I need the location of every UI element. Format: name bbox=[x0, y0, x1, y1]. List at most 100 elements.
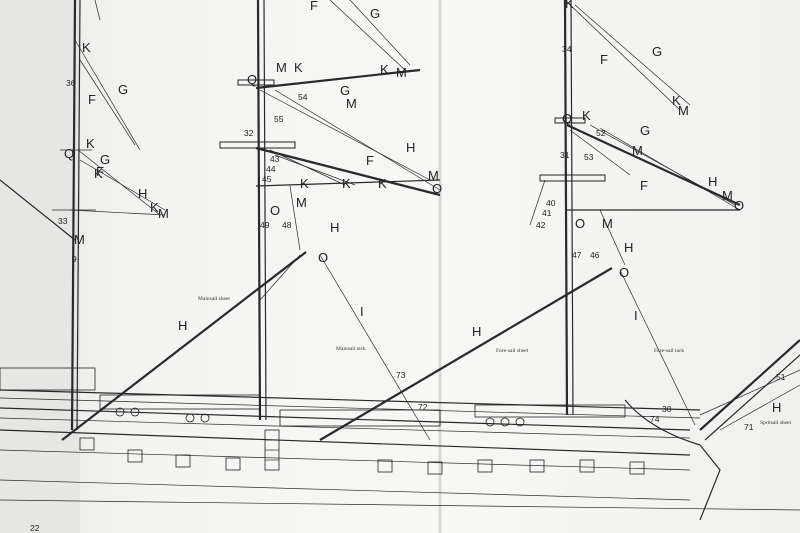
label-M-fore-low2: M bbox=[602, 216, 613, 231]
label-G-fore-mid: G bbox=[640, 123, 650, 138]
num-73: 73 bbox=[396, 370, 406, 380]
num-31: 31 bbox=[560, 150, 570, 160]
label-F-mizzen: F bbox=[88, 92, 96, 107]
label-G-main-top: G bbox=[370, 6, 380, 21]
num-30: 30 bbox=[662, 404, 672, 414]
label-O-main-yard: O bbox=[432, 181, 442, 196]
num-74: 74 bbox=[650, 414, 660, 424]
label-K-main-low1: K bbox=[300, 176, 309, 191]
label-Q-fore: Q bbox=[562, 111, 572, 126]
label-K-main-top: K bbox=[380, 62, 389, 77]
num-47: 47 bbox=[572, 250, 582, 260]
letter-labels: F G K M Q M K G M H F K K K M O M O H O … bbox=[64, 0, 781, 415]
main-top-platform bbox=[219, 141, 296, 149]
label-I-foresail: I bbox=[634, 308, 638, 323]
label-H-main-low: H bbox=[330, 220, 339, 235]
number-labels: 36 34 55 54 32 43 44 45 49 48 52 53 31 4… bbox=[30, 44, 786, 533]
label-G-mizzen: G bbox=[118, 82, 128, 97]
num-46: 46 bbox=[590, 250, 600, 260]
num-9: 9 bbox=[72, 254, 77, 264]
label-K-mizzen-yard: K bbox=[150, 200, 159, 215]
num-34: 34 bbox=[562, 44, 572, 54]
label-G-main-mid: G bbox=[340, 83, 350, 98]
label-O-fore-sheet: O bbox=[619, 265, 629, 280]
label-O-fore-yard: O bbox=[734, 198, 744, 213]
fore-top-platform bbox=[539, 174, 606, 182]
label-O-main-sheet: O bbox=[318, 250, 328, 265]
num-51: 51 bbox=[776, 372, 786, 382]
label-M-mizzen-yard: M bbox=[158, 206, 169, 221]
num-41: 41 bbox=[542, 208, 552, 218]
label-K-mizzen-top: K bbox=[82, 40, 91, 55]
label-H-main: H bbox=[406, 140, 415, 155]
num-72: 72 bbox=[418, 402, 428, 412]
label-M-main-cross: M bbox=[276, 60, 287, 75]
label-H-spritsail: H bbox=[772, 400, 781, 415]
num-40: 40 bbox=[546, 198, 556, 208]
fore-mast bbox=[319, 0, 741, 441]
label-I-mainsail: I bbox=[360, 304, 364, 319]
label-K-mizzen: K bbox=[86, 136, 95, 151]
label-K-main-cross: K bbox=[294, 60, 303, 75]
main-crosstree bbox=[237, 79, 275, 86]
label-K-fore-mid: K bbox=[672, 93, 681, 108]
num-49: 49 bbox=[260, 220, 270, 230]
label-Q-main: Q bbox=[247, 72, 257, 87]
label-M-main-low: M bbox=[296, 195, 307, 210]
num-42: 42 bbox=[536, 220, 546, 230]
label-K-fore-top: K bbox=[565, 0, 574, 11]
num-43: 43 bbox=[270, 154, 280, 164]
label-K-fore-cross: K bbox=[582, 108, 591, 123]
label-K-main-low2: K bbox=[342, 176, 351, 191]
bowsprit bbox=[699, 339, 800, 441]
num-55: 55 bbox=[274, 114, 284, 124]
num-44: 44 bbox=[266, 164, 276, 174]
mizzen-mast bbox=[0, 0, 166, 431]
num-32: 32 bbox=[244, 128, 254, 138]
label-H-fore: H bbox=[708, 174, 717, 189]
label-F-main-mid: F bbox=[366, 153, 374, 168]
num-45: 45 bbox=[262, 174, 272, 184]
label-M-fore-mid: M bbox=[678, 103, 689, 118]
label-H-fore-low: H bbox=[624, 240, 633, 255]
caption-spritsail-sheet: Spritsail sheet bbox=[760, 420, 791, 426]
fore-crosstree bbox=[554, 117, 586, 124]
label-K-mizzen-low: K bbox=[94, 166, 103, 181]
num-22: 22 bbox=[30, 523, 40, 533]
label-M-main-yard: M bbox=[428, 168, 439, 183]
hull bbox=[0, 367, 800, 521]
label-M-fore-yard: M bbox=[722, 188, 733, 203]
num-53: 53 bbox=[584, 152, 594, 162]
label-F-mizzen-low: F bbox=[96, 164, 104, 179]
label-Q-mizzen: Q bbox=[64, 146, 74, 161]
num-54: 54 bbox=[298, 92, 308, 102]
num-33: 33 bbox=[58, 216, 68, 226]
label-H-mainsail: H bbox=[178, 318, 187, 333]
label-O-main-low: O bbox=[270, 203, 280, 218]
label-M-mizzen-low: M bbox=[74, 232, 85, 247]
caption-foresail-tack: Fore-sail tack bbox=[654, 348, 684, 354]
caption-mainsail-tack: Mainsail tack bbox=[336, 346, 366, 352]
label-O-fore-low: O bbox=[575, 216, 585, 231]
caption-foresail-sheet: Fore-sail sheet bbox=[496, 348, 529, 354]
main-mast bbox=[61, 0, 441, 441]
num-71: 71 bbox=[744, 422, 754, 432]
num-36: 36 bbox=[66, 78, 76, 88]
caption-mainsail-sheet: Mainsail sheet bbox=[198, 296, 230, 302]
label-F-fore-top: F bbox=[600, 52, 608, 67]
label-F-main-top: F bbox=[310, 0, 318, 13]
label-G-fore-top: G bbox=[652, 44, 662, 59]
label-M-main-mid: M bbox=[346, 96, 357, 111]
num-48: 48 bbox=[282, 220, 292, 230]
label-F-fore-low: F bbox=[640, 178, 648, 193]
label-M-main-top: M bbox=[396, 65, 407, 80]
num-52: 52 bbox=[596, 128, 606, 138]
left-page-shadow bbox=[0, 0, 80, 533]
label-K-main-low3: K bbox=[378, 176, 387, 191]
label-H-mizzen: H bbox=[138, 186, 147, 201]
label-M-fore-low: M bbox=[632, 143, 643, 158]
label-G-mizzen-low: G bbox=[100, 152, 110, 167]
label-H-foresail: H bbox=[472, 324, 481, 339]
